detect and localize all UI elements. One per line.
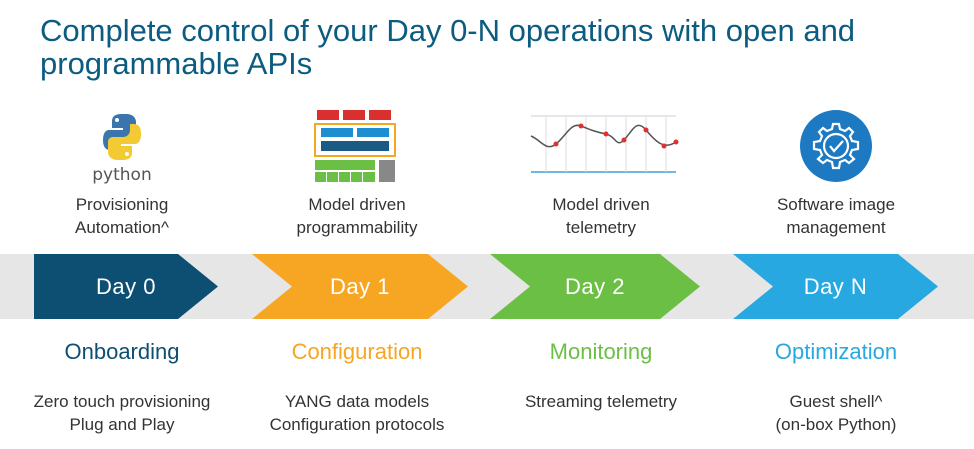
caption-line: Automation^ — [75, 218, 169, 237]
caption-programmability: Model driven programmability — [237, 193, 477, 239]
caption-telemetry: Model driven telemetry — [481, 193, 721, 239]
desc-optimization: Guest shell^ (on-box Python) — [716, 390, 956, 436]
caption-line: Provisioning — [75, 195, 169, 214]
caption-line: Software image — [776, 195, 896, 214]
phase-monitoring: Monitoring — [549, 339, 653, 364]
python-logo-icon: python — [2, 108, 242, 188]
desc-line: (on-box Python) — [775, 415, 897, 434]
desc-line: Guest shell^ — [789, 392, 883, 411]
day-0-arrow: Day 0 — [34, 254, 218, 319]
desc-line: Configuration protocols — [269, 415, 445, 434]
phase-configuration: Configuration — [291, 339, 423, 364]
page-title: Complete control of your Day 0-N operati… — [40, 13, 856, 81]
desc-monitoring: Streaming telemetry — [481, 390, 721, 413]
caption-line: programmability — [296, 218, 418, 237]
caption-line: telemetry — [566, 218, 636, 237]
caption-line: Model driven — [308, 195, 406, 214]
caption-line: management — [786, 218, 886, 237]
caption-line: Model driven — [552, 195, 650, 214]
telemetry-graph-icon — [481, 108, 721, 188]
gear-check-icon — [716, 108, 956, 188]
phase-onboarding: Onboarding — [64, 339, 180, 364]
caption-image-management: Software image management — [716, 193, 956, 239]
desc-configuration: YANG data models Configuration protocols — [237, 390, 477, 436]
desc-line: YANG data models — [284, 392, 430, 411]
desc-line: Streaming telemetry — [524, 392, 678, 411]
desc-line: Zero touch provisioning — [33, 392, 211, 411]
python-wordmark: python — [92, 165, 151, 185]
caption-provisioning: Provisioning Automation^ — [2, 193, 242, 239]
phase-optimization: Optimization — [774, 339, 898, 364]
desc-onboarding: Zero touch provisioning Plug and Play — [2, 390, 242, 436]
model-stack-diagram-icon — [237, 108, 477, 188]
desc-line: Plug and Play — [69, 415, 175, 434]
